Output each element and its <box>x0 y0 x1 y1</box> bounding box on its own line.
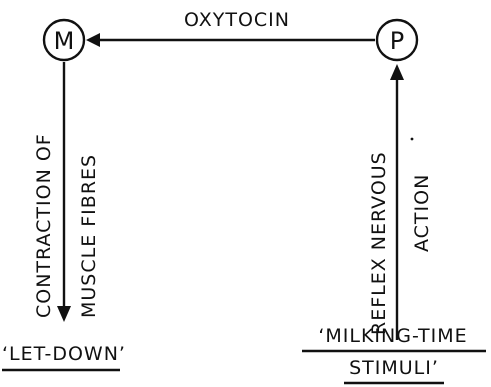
node-m-label: M <box>54 27 75 55</box>
oxytocin-arrow-head <box>86 33 100 47</box>
node-p-label: P <box>390 27 404 55</box>
let-down-label: ‘LET-DOWN’ <box>2 343 126 365</box>
node-m-circle <box>42 18 86 62</box>
reflex-arrow-head <box>390 64 404 80</box>
contraction-arrow: CONTRACTION OF MUSCLE FIBRES <box>33 62 100 322</box>
contraction-arrow-head <box>57 306 71 322</box>
stimuli-label: STIMULI’ <box>349 357 439 379</box>
reflex-arrow: REFLEX NERVOUS ACTION <box>368 64 433 340</box>
node-p: P <box>375 18 419 62</box>
contraction-label-line1: CONTRACTION OF <box>33 133 55 318</box>
node-p-circle <box>375 18 419 62</box>
oxytocin-arrow: OXYTOCIN <box>86 9 375 47</box>
milking-time-label: ‘MILKING-TIME <box>318 325 467 347</box>
reflex-label-line1: REFLEX NERVOUS <box>368 151 390 335</box>
reflex-dot <box>410 137 414 141</box>
contraction-label-line2: MUSCLE FIBRES <box>78 154 100 318</box>
let-down-outcome: ‘LET-DOWN’ <box>2 343 126 372</box>
reflex-label-line2: ACTION <box>411 174 433 252</box>
oxytocin-label: OXYTOCIN <box>184 9 290 31</box>
node-m: M <box>42 18 86 62</box>
milking-time-stimuli-outcome: ‘MILKING-TIME STIMULI’ <box>302 325 486 385</box>
